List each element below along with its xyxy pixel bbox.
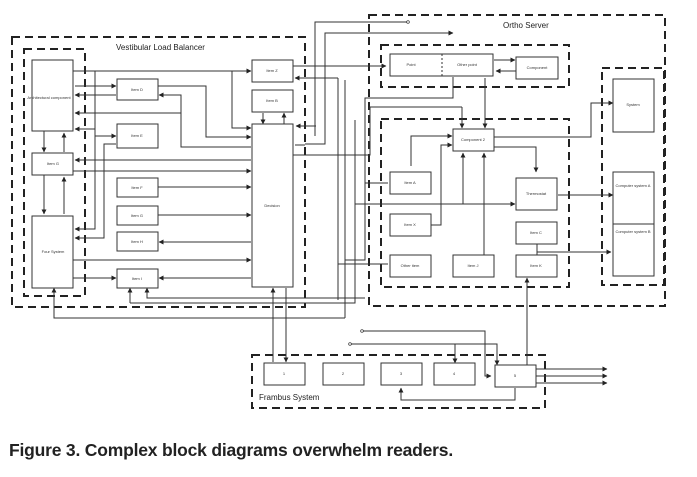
item-x-label: Item X — [404, 222, 416, 227]
ortho-group-label: Ortho Server — [503, 21, 549, 30]
item-x-block[interactable] — [389, 213, 432, 237]
ortho-blocks: Point Other point Component Component 2 … — [389, 53, 655, 278]
connection-wires — [41, 20, 614, 401]
point-block[interactable] — [389, 53, 494, 77]
item-e-label: Item E — [131, 133, 143, 138]
frambus-block-1[interactable] — [263, 362, 306, 386]
frambus-block-2[interactable] — [322, 362, 365, 386]
vestibular-group-label: Vestibular Load Balancer — [116, 43, 205, 52]
figure-caption: Figure 3. Complex block diagrams overwhe… — [9, 440, 453, 460]
component-label: Component — [527, 65, 549, 70]
vestibular-blocks: Architectural component Item G Four Syst… — [27, 59, 294, 289]
thermostat-label: Thermostat — [526, 191, 547, 196]
item-i-label: Item I — [132, 276, 142, 281]
other-item-block[interactable] — [389, 254, 432, 278]
item-j-label: Item J — [468, 263, 479, 268]
vestibular-load-balancer-group — [11, 36, 306, 308]
point-subgroup — [380, 44, 570, 88]
frambus-block-5[interactable] — [494, 364, 537, 388]
frambus-block-3[interactable] — [380, 362, 423, 386]
system-label: System — [626, 102, 640, 107]
other-point-label: Other point — [457, 62, 478, 67]
item-d-block[interactable] — [116, 78, 159, 101]
computer-system-a-label: Computer system A — [616, 183, 651, 188]
item-g-left-label: Item G — [47, 161, 59, 166]
architectural-component-block[interactable] — [31, 59, 74, 132]
item-k-label: Item K — [530, 263, 542, 268]
frambus-block-2-label: 2 — [342, 371, 345, 376]
item-c-label: Item C — [530, 230, 542, 235]
item-b-block[interactable] — [251, 89, 294, 113]
other-item-label: Other item — [401, 263, 420, 268]
item-h-label: Item H — [131, 239, 143, 244]
item-e-block[interactable] — [116, 123, 159, 149]
item-z-label: Item Z — [266, 68, 278, 73]
point-label: Point — [406, 62, 416, 67]
component-2-subgroup — [380, 118, 570, 288]
item-c-block[interactable] — [515, 221, 558, 245]
item-g-left-block[interactable] — [31, 152, 74, 176]
item-d-label: Item D — [131, 87, 143, 92]
frambus-block-1-label: 1 — [283, 371, 286, 376]
computer-system-a-block[interactable] — [612, 171, 655, 225]
frambus-blocks: 1 2 3 4 5 — [263, 362, 537, 388]
component-2-label: Component 2 — [461, 137, 486, 142]
item-j-block[interactable] — [452, 254, 495, 278]
system-subgroup — [601, 67, 665, 286]
decision-label: Decision — [264, 203, 279, 208]
four-system-block[interactable] — [31, 215, 74, 289]
item-b-label: Item B — [266, 98, 278, 103]
computer-system-b-label: Computer system B — [615, 229, 650, 234]
item-a-label: Item A — [404, 180, 416, 185]
frambus-block-4[interactable] — [433, 362, 476, 386]
component-block[interactable] — [515, 56, 559, 80]
decision-block[interactable] — [251, 123, 294, 288]
component-2-block[interactable] — [452, 128, 495, 152]
computer-system-b-block[interactable] — [612, 223, 655, 277]
frambus-block-4-label: 4 — [453, 371, 456, 376]
frambus-block-3-label: 3 — [400, 371, 403, 376]
item-k-block[interactable] — [515, 254, 558, 278]
architectural-component-label: Architectural component — [27, 95, 71, 100]
four-system-label: Four System — [42, 249, 65, 254]
item-g-block[interactable] — [116, 205, 159, 226]
item-h-block[interactable] — [116, 231, 159, 252]
item-z-block[interactable] — [251, 59, 294, 83]
ortho-server-group — [368, 14, 666, 307]
item-f-block[interactable] — [116, 177, 159, 198]
item-i-block[interactable] — [116, 268, 159, 289]
item-f-label: Item F — [131, 185, 143, 190]
thermostat-block[interactable] — [515, 177, 558, 211]
frambus-block-5-label: 5 — [514, 373, 517, 378]
frambus-group-label: Frambus System — [259, 393, 320, 402]
item-g-label: Item G — [131, 213, 143, 218]
item-a-block[interactable] — [389, 171, 432, 195]
system-block[interactable] — [612, 78, 655, 133]
